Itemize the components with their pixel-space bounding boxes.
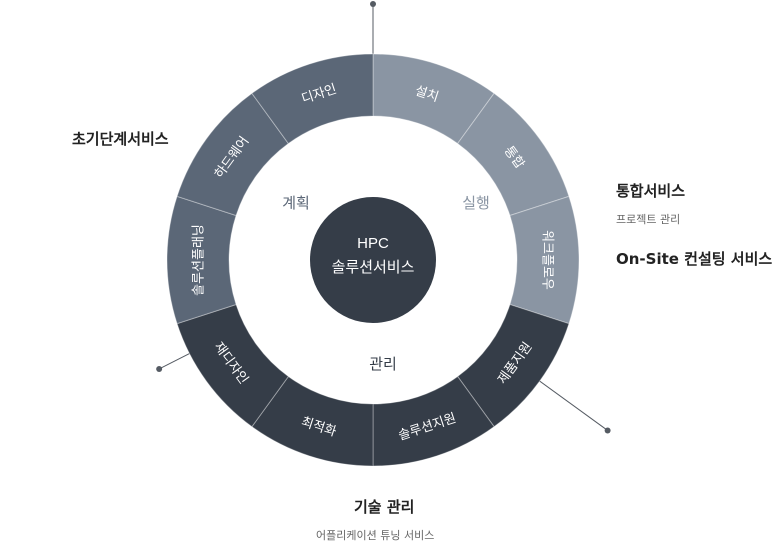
- connector-bottom-left-dot: [156, 365, 163, 372]
- label-onsite-consulting: On-Site 컨설팅 서비스: [616, 250, 773, 268]
- connector-bottom-right-dot: [604, 427, 611, 434]
- ring-segment-label: 솔루션플래닝: [191, 224, 206, 296]
- ring-segment-plan: [166, 195, 237, 325]
- center-title: HPC: [357, 235, 389, 252]
- ring-segment-label: 설치: [413, 83, 440, 105]
- connector-lines: [156, 1, 611, 434]
- connector-bottom-left-line: [158, 353, 190, 370]
- ring-segment-execute: [456, 92, 570, 217]
- ring-segment-plan: [251, 53, 374, 145]
- inner-label-manage: 관리: [369, 356, 397, 373]
- connector-top-dot: [370, 1, 376, 7]
- label-integration-service: 통합서비스: [616, 182, 686, 200]
- center-subtitle: 솔루션서비스: [332, 259, 415, 276]
- ring-segment-plan: [176, 92, 290, 217]
- label-initial-stage-service: 초기단계서비스: [72, 130, 169, 148]
- ring-segment-manage: [456, 303, 570, 428]
- label-tech-management: 기술 관리: [354, 498, 415, 516]
- label-app-tuning-service: 어플리케이션 튜닝 서비스: [316, 529, 435, 542]
- inner-label-execute: 실행: [462, 195, 490, 212]
- label-project-management: 프로젝트 관리: [616, 213, 681, 226]
- connector-bottom-right-line: [539, 380, 608, 431]
- ring-segment-label: 워크플로우: [541, 230, 556, 290]
- center-circle: [310, 197, 436, 323]
- inner-label-plan: 계획: [282, 195, 310, 212]
